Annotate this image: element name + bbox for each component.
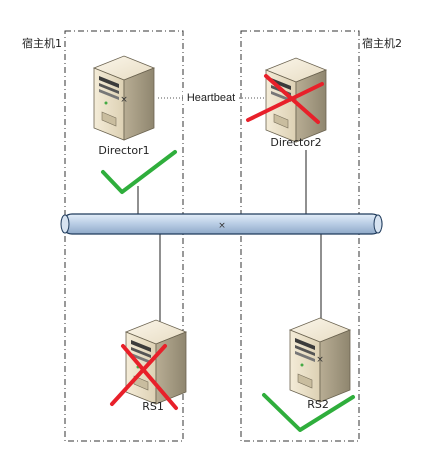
host-box-1 [64, 30, 184, 442]
svg-text:×: × [120, 95, 128, 105]
fail-cross-icon [110, 344, 178, 410]
network-bus: × [60, 213, 383, 235]
svg-text:×: × [218, 221, 226, 231]
host-label-1: 宿主机1 [22, 36, 62, 50]
fail-cross-icon [246, 74, 324, 124]
host-label-2: 宿主机2 [362, 36, 402, 50]
host-box-2 [240, 30, 360, 442]
director1-server-icon: × [93, 55, 155, 141]
rs2-server-icon: × [289, 317, 351, 403]
node-label-director1: Director1 [98, 144, 149, 157]
heartbeat-label: Heartbeat [187, 92, 235, 104]
node-label-director2: Director2 [270, 136, 321, 149]
node-label-rs2: RS2 [307, 398, 329, 411]
svg-text:×: × [316, 355, 324, 365]
check-icon [101, 150, 177, 194]
node-label-rs1: RS1 [142, 400, 164, 413]
check-icon [262, 393, 355, 432]
